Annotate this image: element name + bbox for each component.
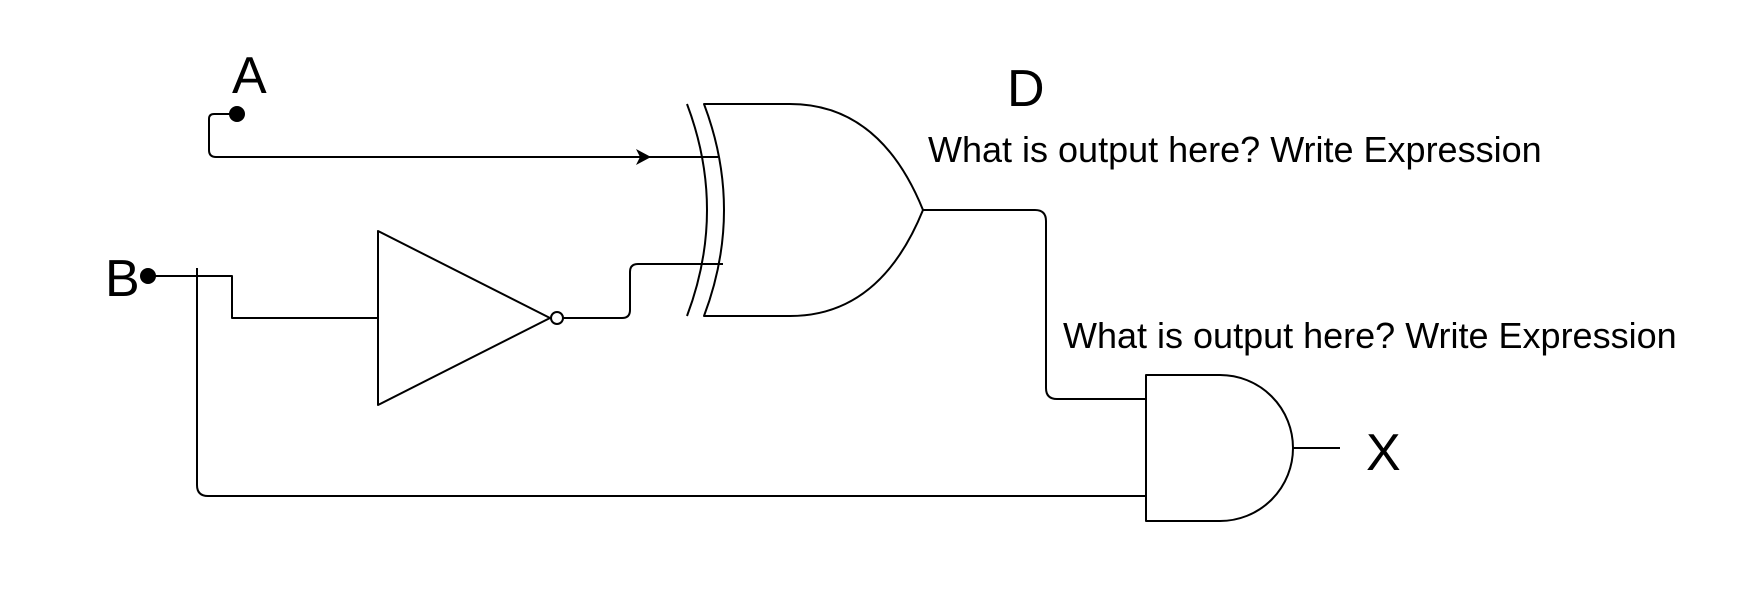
not-gate <box>377 230 564 406</box>
input-a-dot <box>229 106 245 122</box>
label-node-d: D <box>1007 60 1045 118</box>
xnor-gate-extra-arc <box>686 103 708 317</box>
wire-b-to-and <box>196 268 1146 497</box>
label-input-b: B <box>105 250 140 308</box>
not-gate-bubble <box>550 311 564 325</box>
question-xnor-output: What is output here? Write Expression <box>928 129 1542 170</box>
not-gate-body <box>377 230 551 406</box>
question-and-output: What is output here? Write Expression <box>1063 315 1677 356</box>
wire-not-to-xnor <box>563 263 723 319</box>
wire-b-to-not <box>148 275 378 319</box>
wire-a-to-xnor <box>208 113 718 158</box>
label-input-a: A <box>232 47 267 105</box>
input-b-dot <box>140 268 156 284</box>
wire-a-arrowhead <box>636 149 651 165</box>
wires <box>148 113 1340 497</box>
and-gate-body <box>1145 374 1294 522</box>
xnor-gate <box>686 103 924 317</box>
label-output-x: X <box>1366 424 1401 482</box>
and-gate <box>1145 374 1294 522</box>
xnor-gate-body <box>703 103 924 317</box>
wire-xnor-to-and <box>923 209 1146 400</box>
